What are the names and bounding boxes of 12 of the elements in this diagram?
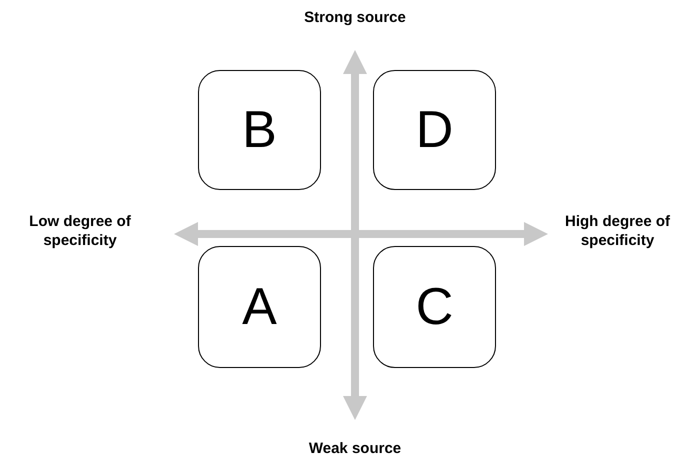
quadrant-box bbox=[373, 70, 496, 190]
quadrant-box bbox=[198, 70, 321, 190]
quadrant-letter: A bbox=[242, 281, 277, 333]
axis-label: High degree of specificity bbox=[564, 212, 671, 250]
axis-label: Low degree of specificity bbox=[28, 212, 132, 250]
axis-label: Weak source bbox=[308, 439, 402, 458]
axis-label: Strong source bbox=[303, 8, 407, 27]
quadrant-letter: D bbox=[416, 104, 454, 156]
quadrant-box bbox=[198, 246, 321, 368]
quadrant-box bbox=[373, 246, 496, 368]
quadrant-letter: B bbox=[242, 104, 277, 156]
quadrant-letter: C bbox=[416, 281, 454, 333]
